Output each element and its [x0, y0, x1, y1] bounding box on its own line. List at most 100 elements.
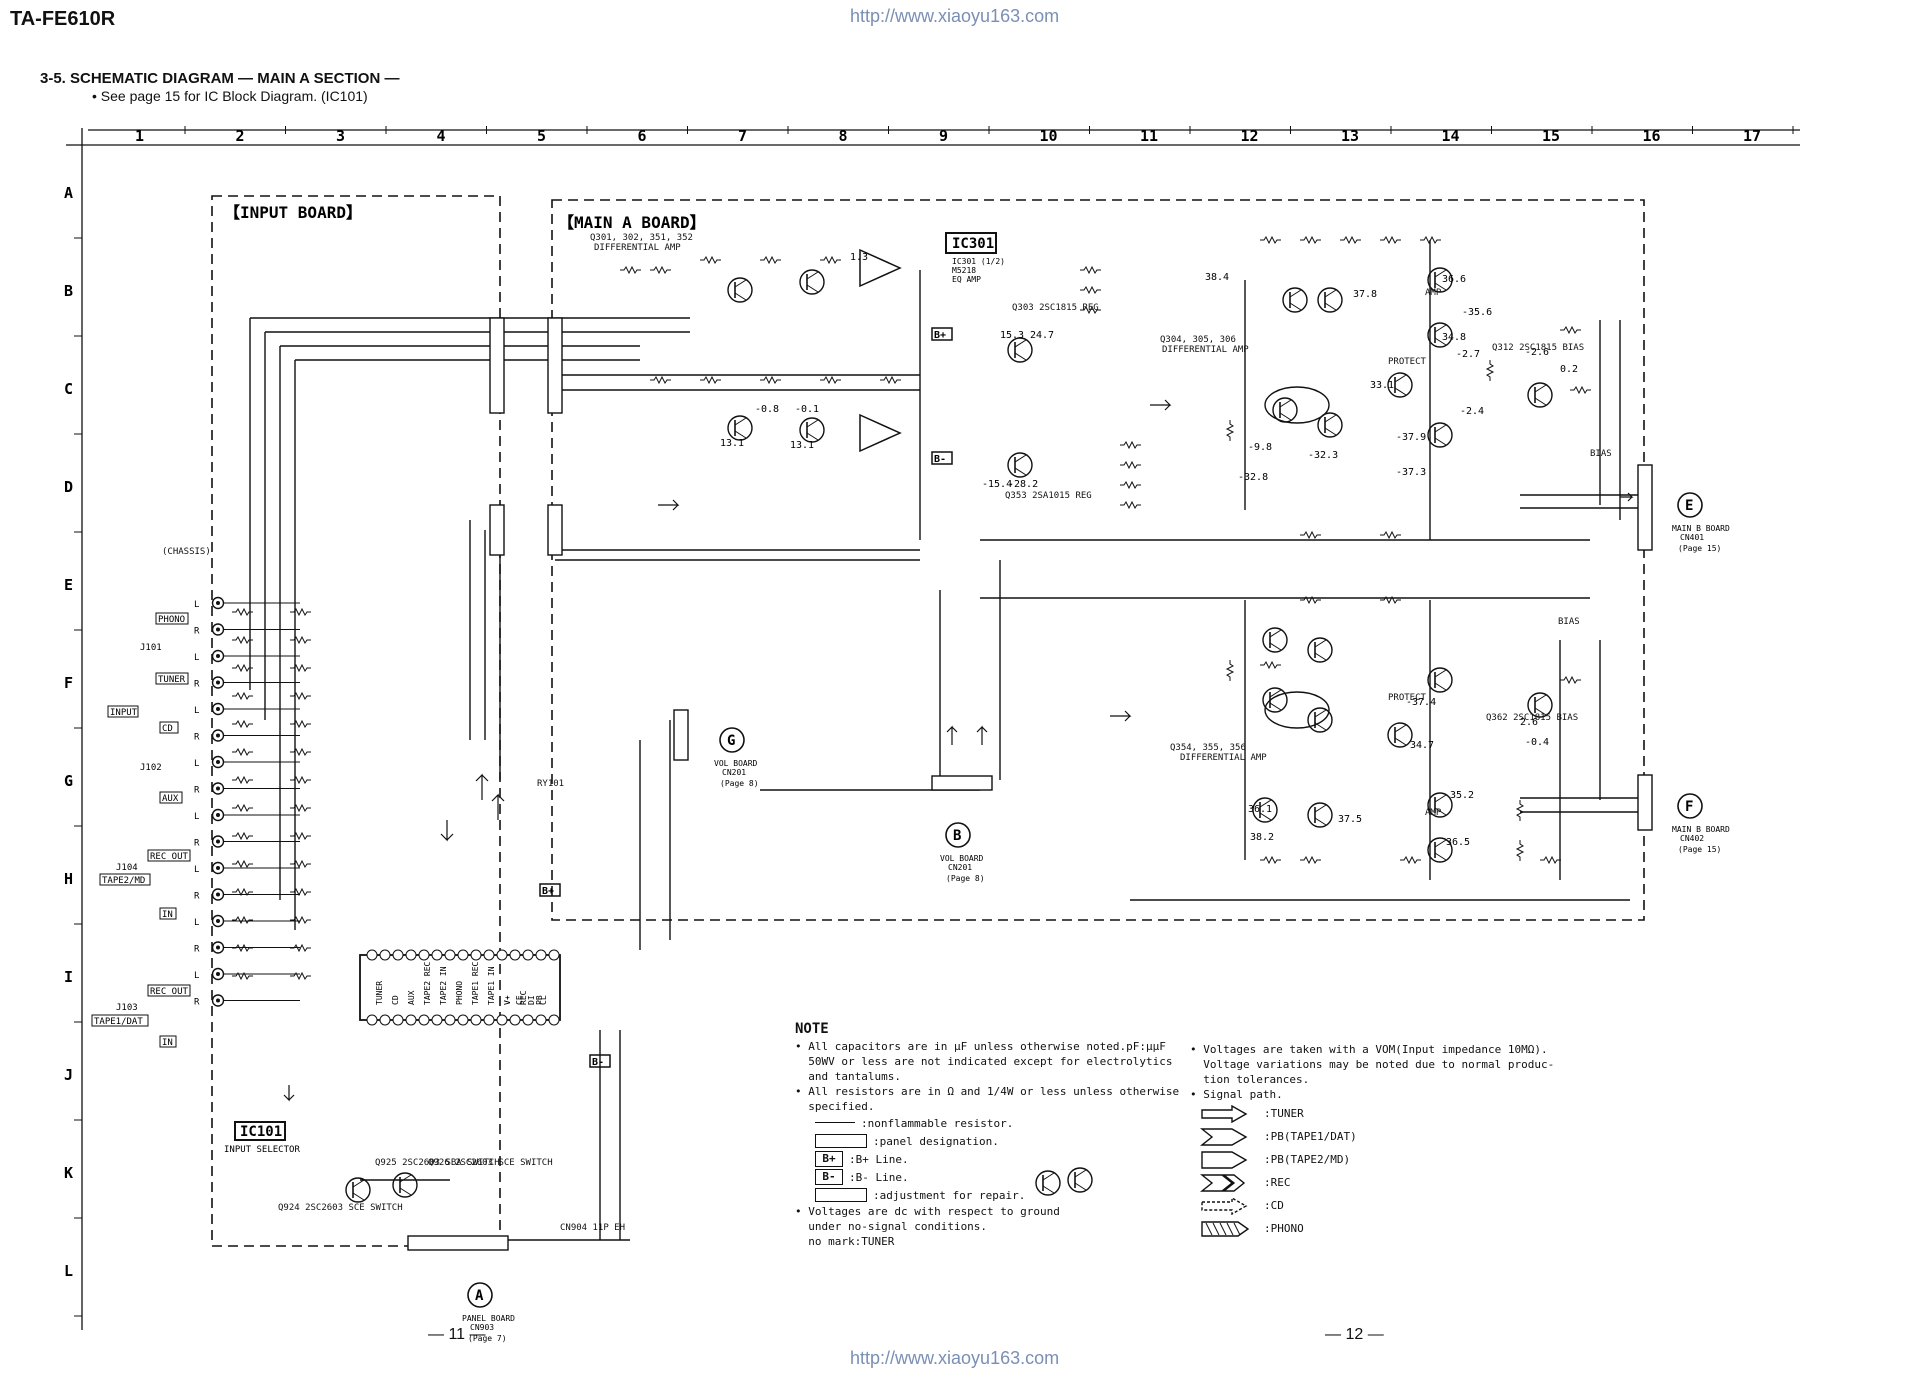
- svg-text:B-: B-: [934, 454, 946, 465]
- ic301-box: [945, 232, 997, 254]
- connector-e[interactable]: [1677, 492, 1703, 518]
- resistor: [650, 375, 671, 385]
- legend-text: :panel designation.: [873, 1134, 999, 1148]
- voltage-label: 35.2: [1450, 790, 1474, 801]
- page-number-right: — 12 —: [1325, 1326, 1384, 1343]
- rca-jack: [211, 729, 225, 742]
- connector-page: (Page 8): [720, 779, 759, 788]
- resistor: [1300, 595, 1321, 605]
- column-label: 4: [437, 127, 446, 145]
- svg-text:L: L: [194, 706, 199, 716]
- legend-text: :B+ Line.: [849, 1152, 909, 1166]
- row-label: I: [64, 968, 73, 986]
- svg-text:R: R: [194, 892, 200, 902]
- svg-text:TAPE2/MD: TAPE2/MD: [102, 876, 145, 886]
- rca-jack: [211, 782, 225, 795]
- ic301-label: IC301: [952, 236, 994, 252]
- connector-letter: F: [1685, 799, 1693, 815]
- voltage-label: -35.6: [1462, 307, 1492, 318]
- ic-pin: [535, 1014, 547, 1026]
- resistor: [232, 607, 253, 617]
- ic-pin: [379, 949, 391, 961]
- svg-text:PROTECT: PROTECT: [1388, 693, 1427, 703]
- connector-cn: CN401: [1680, 533, 1704, 542]
- svg-text:B-: B-: [592, 1057, 604, 1068]
- signal-arrows: [283, 399, 1634, 1102]
- transistor: [799, 269, 825, 295]
- rca-jack: [211, 623, 225, 636]
- resistor: [1300, 235, 1321, 245]
- legend-row: :adjustment for repair.: [795, 1186, 1195, 1204]
- connector-g[interactable]: [719, 727, 745, 753]
- resistor: [1340, 235, 1361, 245]
- ic101-pin-label: REC: [519, 990, 528, 1005]
- ic-pin: [548, 1014, 560, 1026]
- transistor: [1035, 1170, 1061, 1196]
- section-title: 3-5. SCHEMATIC DIAGRAM — MAIN A SECTION …: [40, 70, 400, 87]
- voltage-label: 38.4: [1205, 272, 1229, 283]
- rca-jack: [211, 967, 225, 981]
- transistor: [1262, 687, 1288, 713]
- resistor: [700, 255, 721, 265]
- input-board-label: 【INPUT BOARD】: [224, 203, 362, 222]
- svg-text:Q312 2SC1815 BIAS: Q312 2SC1815 BIAS: [1492, 343, 1584, 353]
- main-a-board-label: 【MAIN A BOARD】: [558, 213, 706, 232]
- note-line: tion tolerances.: [1190, 1073, 1310, 1086]
- signal-path-text: :PB(TAPE2/MD): [1264, 1153, 1351, 1166]
- svg-text:L: L: [194, 600, 199, 610]
- legend-symbol: [815, 1122, 855, 1124]
- signal-arrow-icon: [1201, 1150, 1248, 1169]
- source-url-bottom[interactable]: http://www.xiaoyu163.com: [850, 1348, 1060, 1368]
- svg-text:Q926 2SC2603 SCE SWITCH: Q926 2SC2603 SCE SWITCH: [428, 1158, 553, 1168]
- signal-path-text: :TUNER: [1264, 1107, 1304, 1120]
- connector-f[interactable]: [1677, 793, 1703, 819]
- note-line: • All resistors are in Ω and 1/4W or les…: [795, 1085, 1180, 1098]
- transistor: [392, 1172, 418, 1198]
- transistor: [1427, 792, 1453, 818]
- transistor: [1252, 797, 1278, 823]
- transistor: [1387, 372, 1413, 398]
- section-note: • See page 15 for IC Block Diagram. (IC1…: [92, 88, 368, 104]
- ic-pin: [470, 1014, 482, 1026]
- voltage-label: 36.6: [1442, 274, 1466, 285]
- connector-a[interactable]: [467, 1282, 493, 1308]
- column-label: 5: [537, 127, 546, 145]
- svg-text:REC OUT: REC OUT: [150, 852, 189, 862]
- source-url-top[interactable]: http://www.xiaoyu163.com: [850, 6, 1060, 26]
- svg-text:Q925 2SC2603 SBA SWITCH: Q925 2SC2603 SBA SWITCH: [375, 1158, 500, 1168]
- voltage-label: -2.6: [1525, 347, 1549, 358]
- resistor: [1300, 530, 1321, 540]
- transistor: [1067, 1167, 1093, 1193]
- connector-b[interactable]: [945, 822, 971, 848]
- svg-text:J103: J103: [116, 1003, 138, 1013]
- resistor: [1380, 235, 1401, 245]
- column-label: 9: [939, 127, 948, 145]
- transistor: [1427, 837, 1453, 863]
- signal-arrow-icon: [1201, 1196, 1248, 1215]
- voltage-label: 24.7: [1030, 330, 1054, 341]
- signal-path-text: :PB(TAPE1/DAT): [1264, 1130, 1357, 1143]
- input-board-outline: [211, 195, 501, 1247]
- svg-text:J104: J104: [116, 863, 138, 873]
- resistor: [1120, 440, 1141, 450]
- connector-cn: CN402: [1680, 834, 1704, 843]
- svg-text:L: L: [194, 653, 199, 663]
- resistor: [1380, 530, 1401, 540]
- voltage-label: 15.3: [1000, 330, 1024, 341]
- resistor: [1515, 840, 1525, 861]
- legend-text: :adjustment for repair.: [873, 1188, 1026, 1202]
- note-right-panel: • Voltages are taken with a VOM(Input im…: [1190, 1042, 1570, 1240]
- resistor: [1260, 660, 1281, 670]
- ic101-pin-label: V-: [503, 995, 512, 1005]
- resistor: [290, 831, 311, 841]
- resistor: [232, 859, 253, 869]
- connector-page: (Page 15): [1678, 544, 1721, 553]
- rca-jack: [211, 914, 225, 928]
- svg-text:PROTECT: PROTECT: [1388, 357, 1427, 367]
- note-line: no mark:TUNER: [795, 1235, 895, 1248]
- signal-path-row: :PB(TAPE2/MD): [1190, 1148, 1570, 1171]
- resistor: [232, 719, 253, 729]
- transistor: [1317, 412, 1343, 438]
- svg-text:Q301, 302, 351, 352: Q301, 302, 351, 352: [590, 233, 693, 243]
